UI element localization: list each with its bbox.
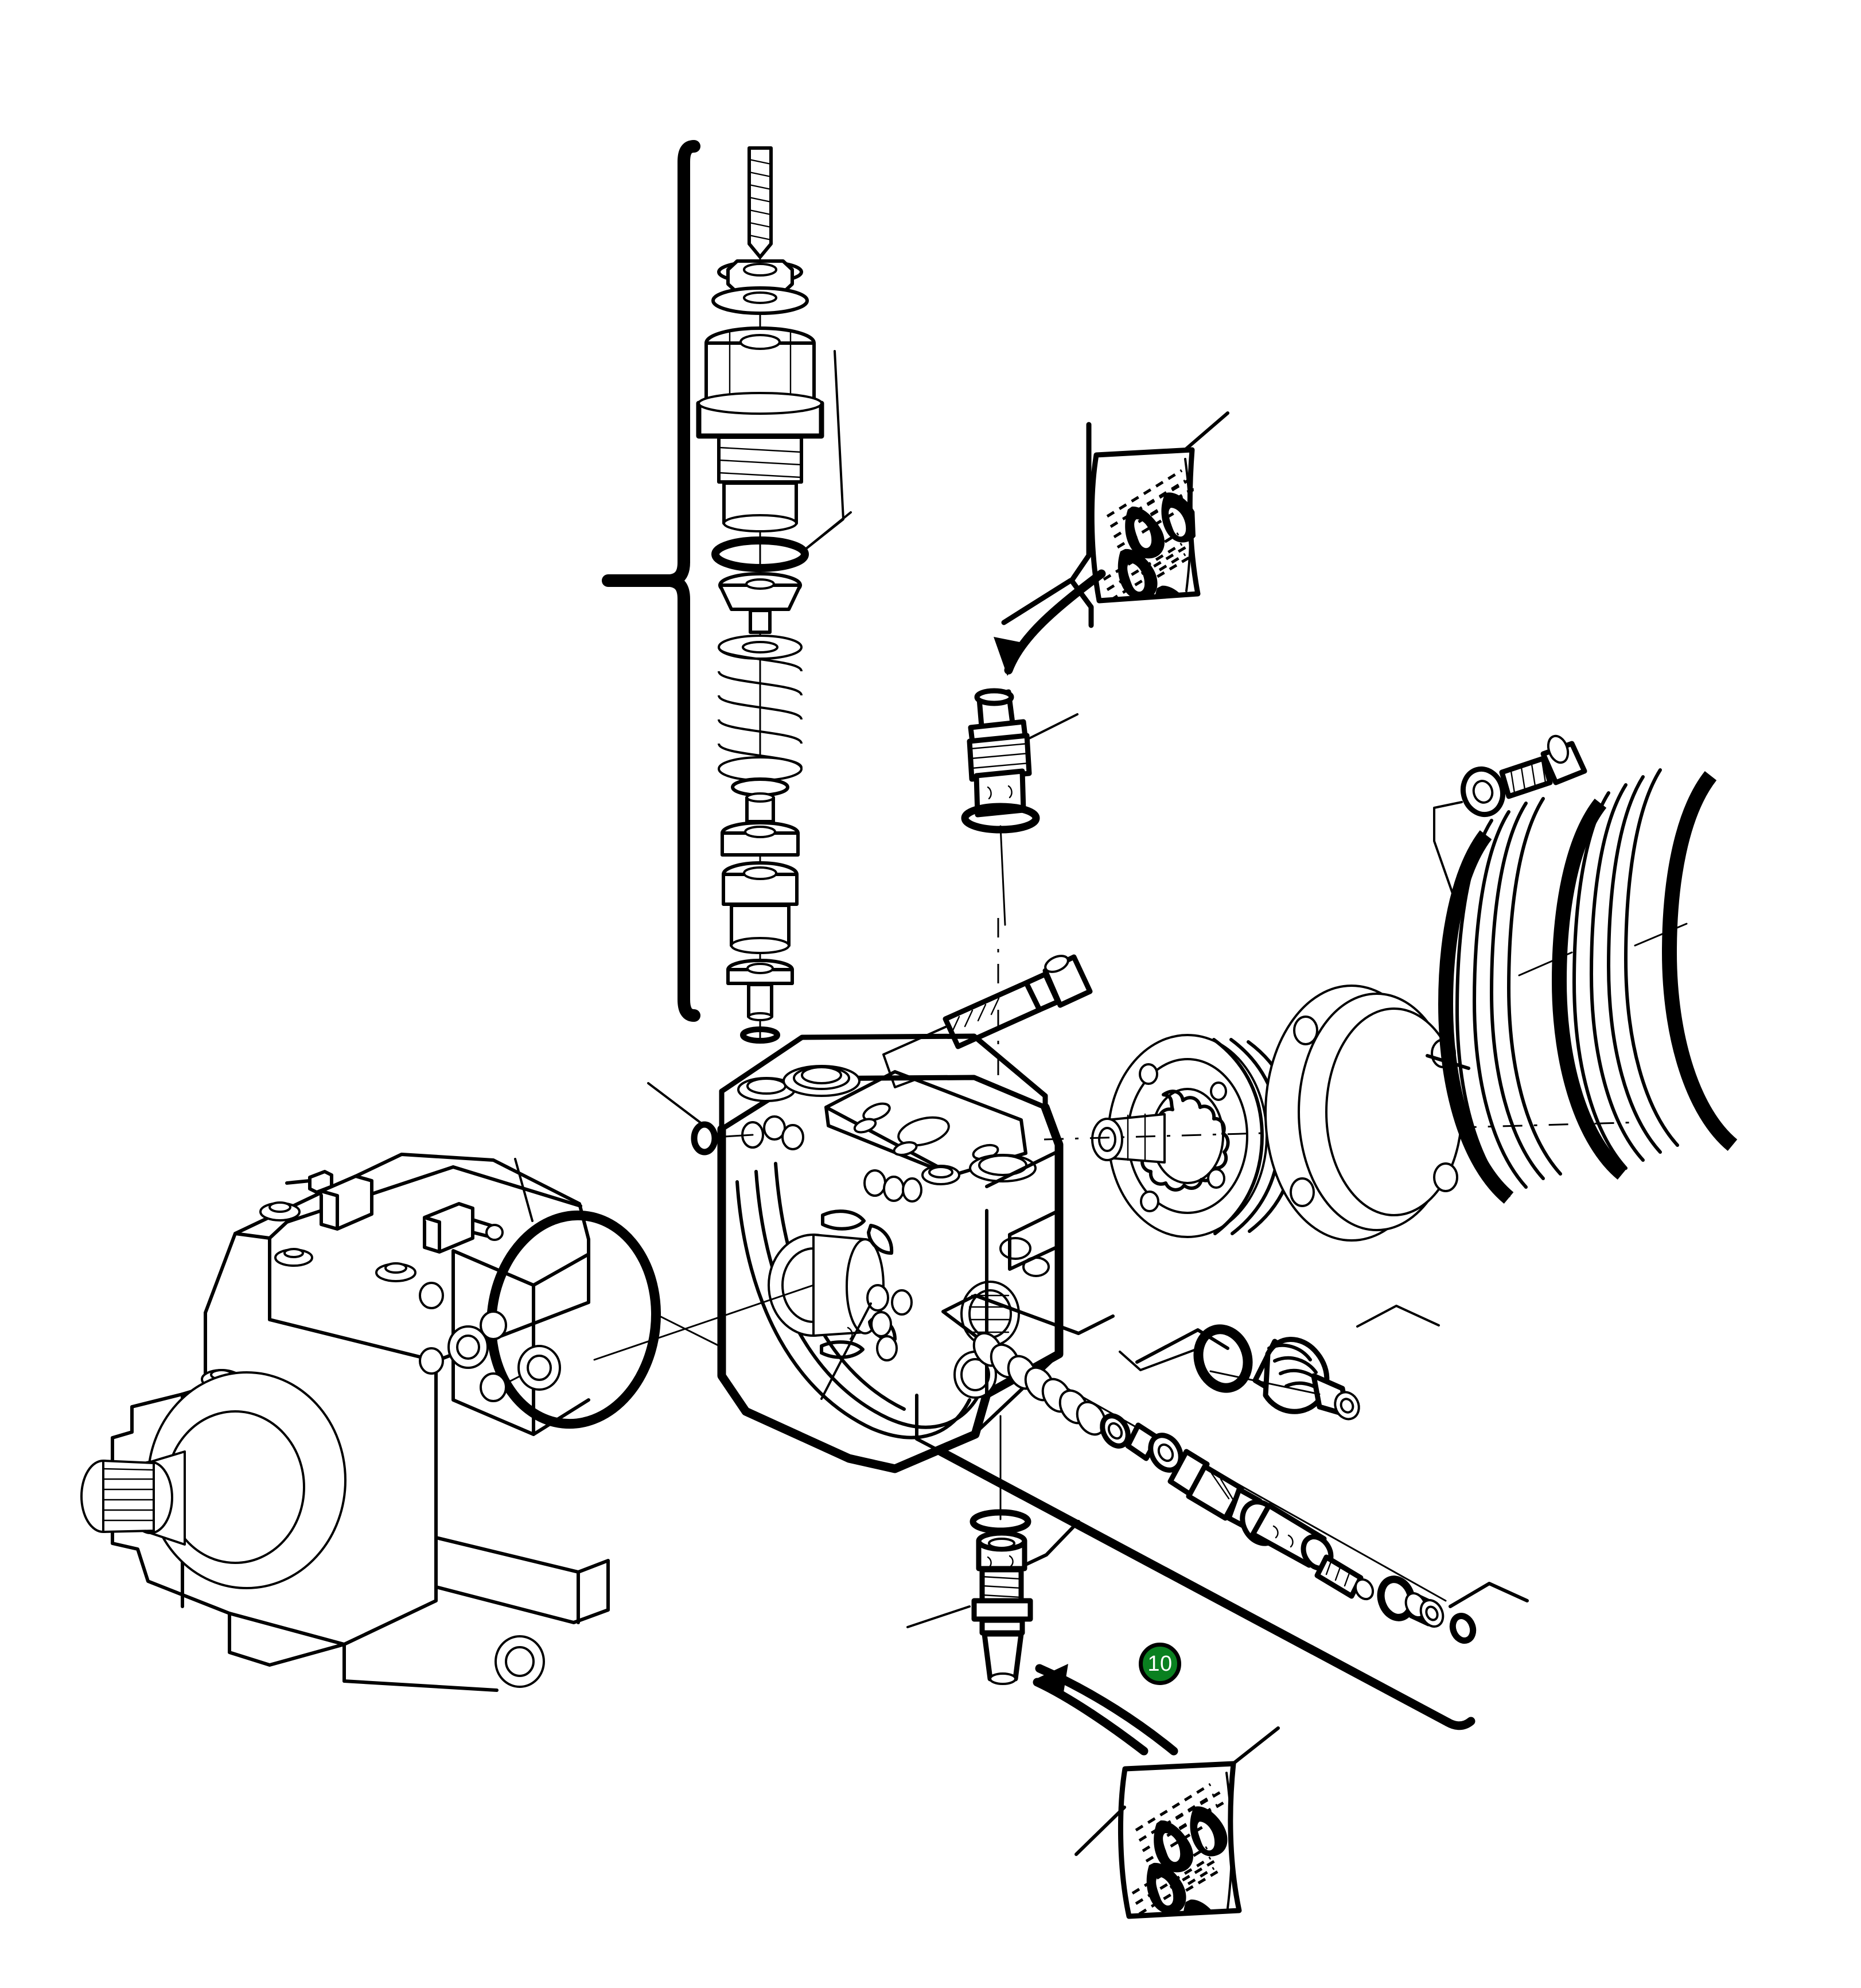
part-o-ring-column-lower (740, 1026, 780, 1044)
upper-port-plug (961, 688, 1079, 926)
mounting-flange (1264, 985, 1470, 1242)
shim-pack-1 (1455, 797, 1573, 1197)
spring-seat-disc (1100, 1413, 1131, 1449)
part-o-ring-upper (711, 536, 809, 572)
side-o-ring (647, 1082, 754, 1156)
spool-thread-stem (1314, 1554, 1375, 1601)
detail-bubble-upper (1001, 411, 1229, 628)
seal-ring-1 (1438, 830, 1514, 1204)
part-compression-spring (718, 635, 803, 781)
pump-housing (80, 1153, 610, 1692)
seal-ring-3 (1661, 771, 1738, 1151)
seal-ring-2 (1551, 798, 1628, 1180)
part-spring-seat (718, 572, 802, 634)
callout-badge-10[interactable]: 10 (1139, 1643, 1181, 1685)
part-flange-screw (1499, 734, 1587, 799)
top-port-holes (737, 1065, 1037, 1185)
splined-shaft-end (80, 1460, 155, 1533)
part-flanged-seat (721, 821, 800, 857)
part-hex-adjuster-body (696, 326, 824, 532)
side-bolt-holes (741, 1115, 922, 1361)
detail-bubble-lower (1074, 1726, 1280, 1919)
spool-plunger (1125, 1422, 1183, 1473)
valve-block-housing (593, 1033, 1064, 1473)
diagonal-spool-assembly (915, 1294, 1529, 1730)
part-end-stem (747, 983, 773, 1021)
shim-and-seal-pack (1438, 768, 1738, 1204)
part-guide-pin (745, 792, 775, 823)
control-spring (972, 1332, 1107, 1436)
part-washer-upper (711, 286, 809, 315)
part-spacer-washer (726, 959, 794, 985)
part-set-screw (747, 146, 773, 259)
lower-port-plug (906, 1415, 1033, 1685)
spool-end-plug (1404, 1592, 1477, 1644)
shim-pack-2 (1572, 768, 1688, 1170)
lower-detail-arrow (1033, 1664, 1178, 1756)
part-lock-nut (717, 259, 803, 294)
upper-detail-arrow (994, 569, 1106, 676)
relief-valve-cartridge (1119, 1305, 1440, 1421)
rotating-group (1044, 1034, 1641, 1238)
callout-badge-10-label: 10 (1147, 1652, 1173, 1676)
flange-screw-and-washer (1433, 734, 1587, 904)
control-valve-cartridge-stack (696, 146, 852, 1044)
part-flange-washer (1461, 766, 1505, 818)
part-valve-poppet (722, 861, 799, 954)
group-bracket (602, 140, 700, 1022)
